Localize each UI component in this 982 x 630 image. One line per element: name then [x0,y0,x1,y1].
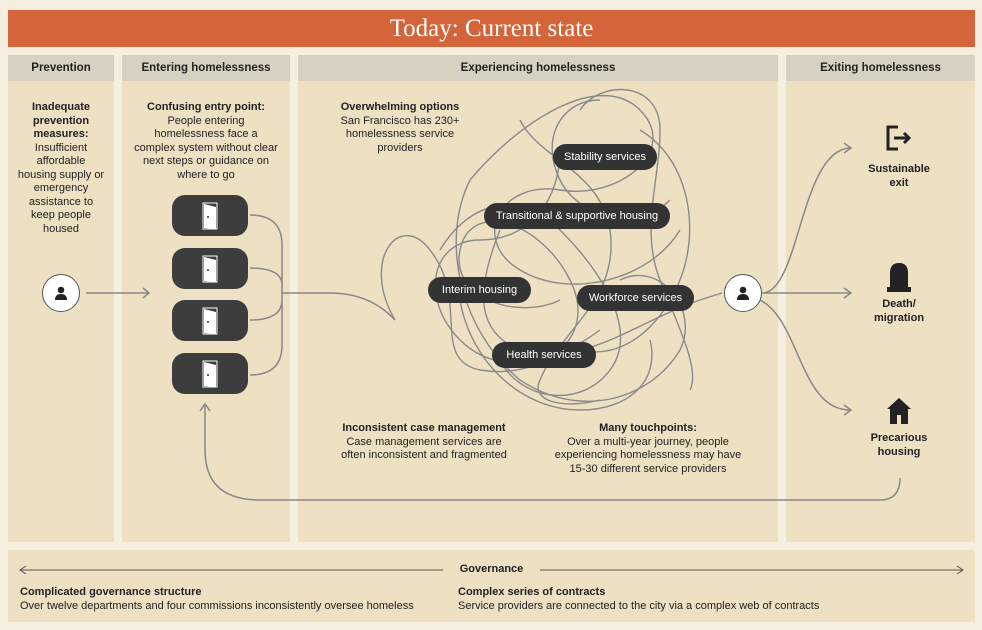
prevention-heading: Inadequate prevention measures: [31,101,91,140]
service-transitional-housing: Transitional & supportive housing [484,203,670,229]
person-avatar-start [42,274,80,312]
exit-label-precarious: Precarious housing [870,432,928,458]
service-workforce: Workforce services [577,285,694,311]
case-management-text: Inconsistent case management Case manage… [336,422,512,463]
house-icon [884,396,914,426]
options-heading: Overwhelming options [340,101,460,113]
prevention-text: Inadequate prevention measures: Insuffic… [16,101,106,236]
touchpoints-body: Over a multi-year journey, people experi… [554,435,742,475]
governance-left: Complicated governance structure Over tw… [20,585,440,613]
column-prevention: Prevention [8,55,114,542]
entry-heading: Confusing entry point: [147,101,265,113]
door-icon [202,360,218,387]
person-icon [737,286,749,300]
prevention-body: Insufficient affordable housing supply o… [17,141,105,235]
touchpoints-heading: Many touchpoints: [599,422,697,434]
touchpoints-text: Many touchpoints: Over a multi-year jour… [546,422,750,476]
door-icon [202,255,218,282]
case-management-body: Case management services are often incon… [341,435,507,462]
exit-label-death: Death/ migration [873,298,925,324]
branch-precarious [759,299,851,411]
entry-door-1 [172,195,248,236]
entry-text: Confusing entry point: People entering h… [134,101,278,182]
governance-right: Complex series of contracts Service prov… [458,585,898,613]
column-experiencing: Experiencing homelessness [298,55,778,542]
column-header-exiting: Exiting homelessness [786,55,975,81]
column-header-prevention: Prevention [8,55,114,81]
exit-icon [884,123,914,153]
entry-body: People entering homelessness face a comp… [134,114,278,181]
options-body: San Francisco has 230+ homelessness serv… [340,114,460,154]
branch-sustainable [761,147,851,294]
entry-door-4 [172,353,248,394]
door-bracket [249,214,283,376]
governance-right-heading: Complex series of contracts [458,586,606,598]
person-icon [55,286,67,300]
column-header-experiencing: Experiencing homelessness [298,55,778,81]
service-health: Health services [492,342,596,368]
column-header-entering: Entering homelessness [122,55,290,81]
door-icon [202,202,218,229]
governance-left-body: Over twelve departments and four commiss… [20,600,414,612]
service-interim-housing: Interim housing [428,277,531,303]
person-avatar-exit [724,274,762,312]
exit-label-sustainable: Sustainable exit [868,163,930,189]
tombstone-icon [884,261,914,293]
case-management-heading: Inconsistent case management [342,422,506,434]
column-exiting: Exiting homelessness [786,55,975,542]
governance-title: Governance [459,563,524,575]
governance-right-body: Service providers are connected to the c… [458,600,820,612]
options-text: Overwhelming options San Francisco has 2… [330,101,470,155]
loop-back-arrow [204,405,901,501]
governance-panel: Governance Complicated governance struct… [8,550,975,622]
entry-door-2 [172,248,248,289]
governance-left-heading: Complicated governance structure [20,586,202,598]
service-stability: Stability services [553,144,657,170]
door-icon [202,307,218,334]
page-title: Today: Current state [8,10,975,47]
governance-arrow [19,565,964,575]
entry-door-3 [172,300,248,341]
